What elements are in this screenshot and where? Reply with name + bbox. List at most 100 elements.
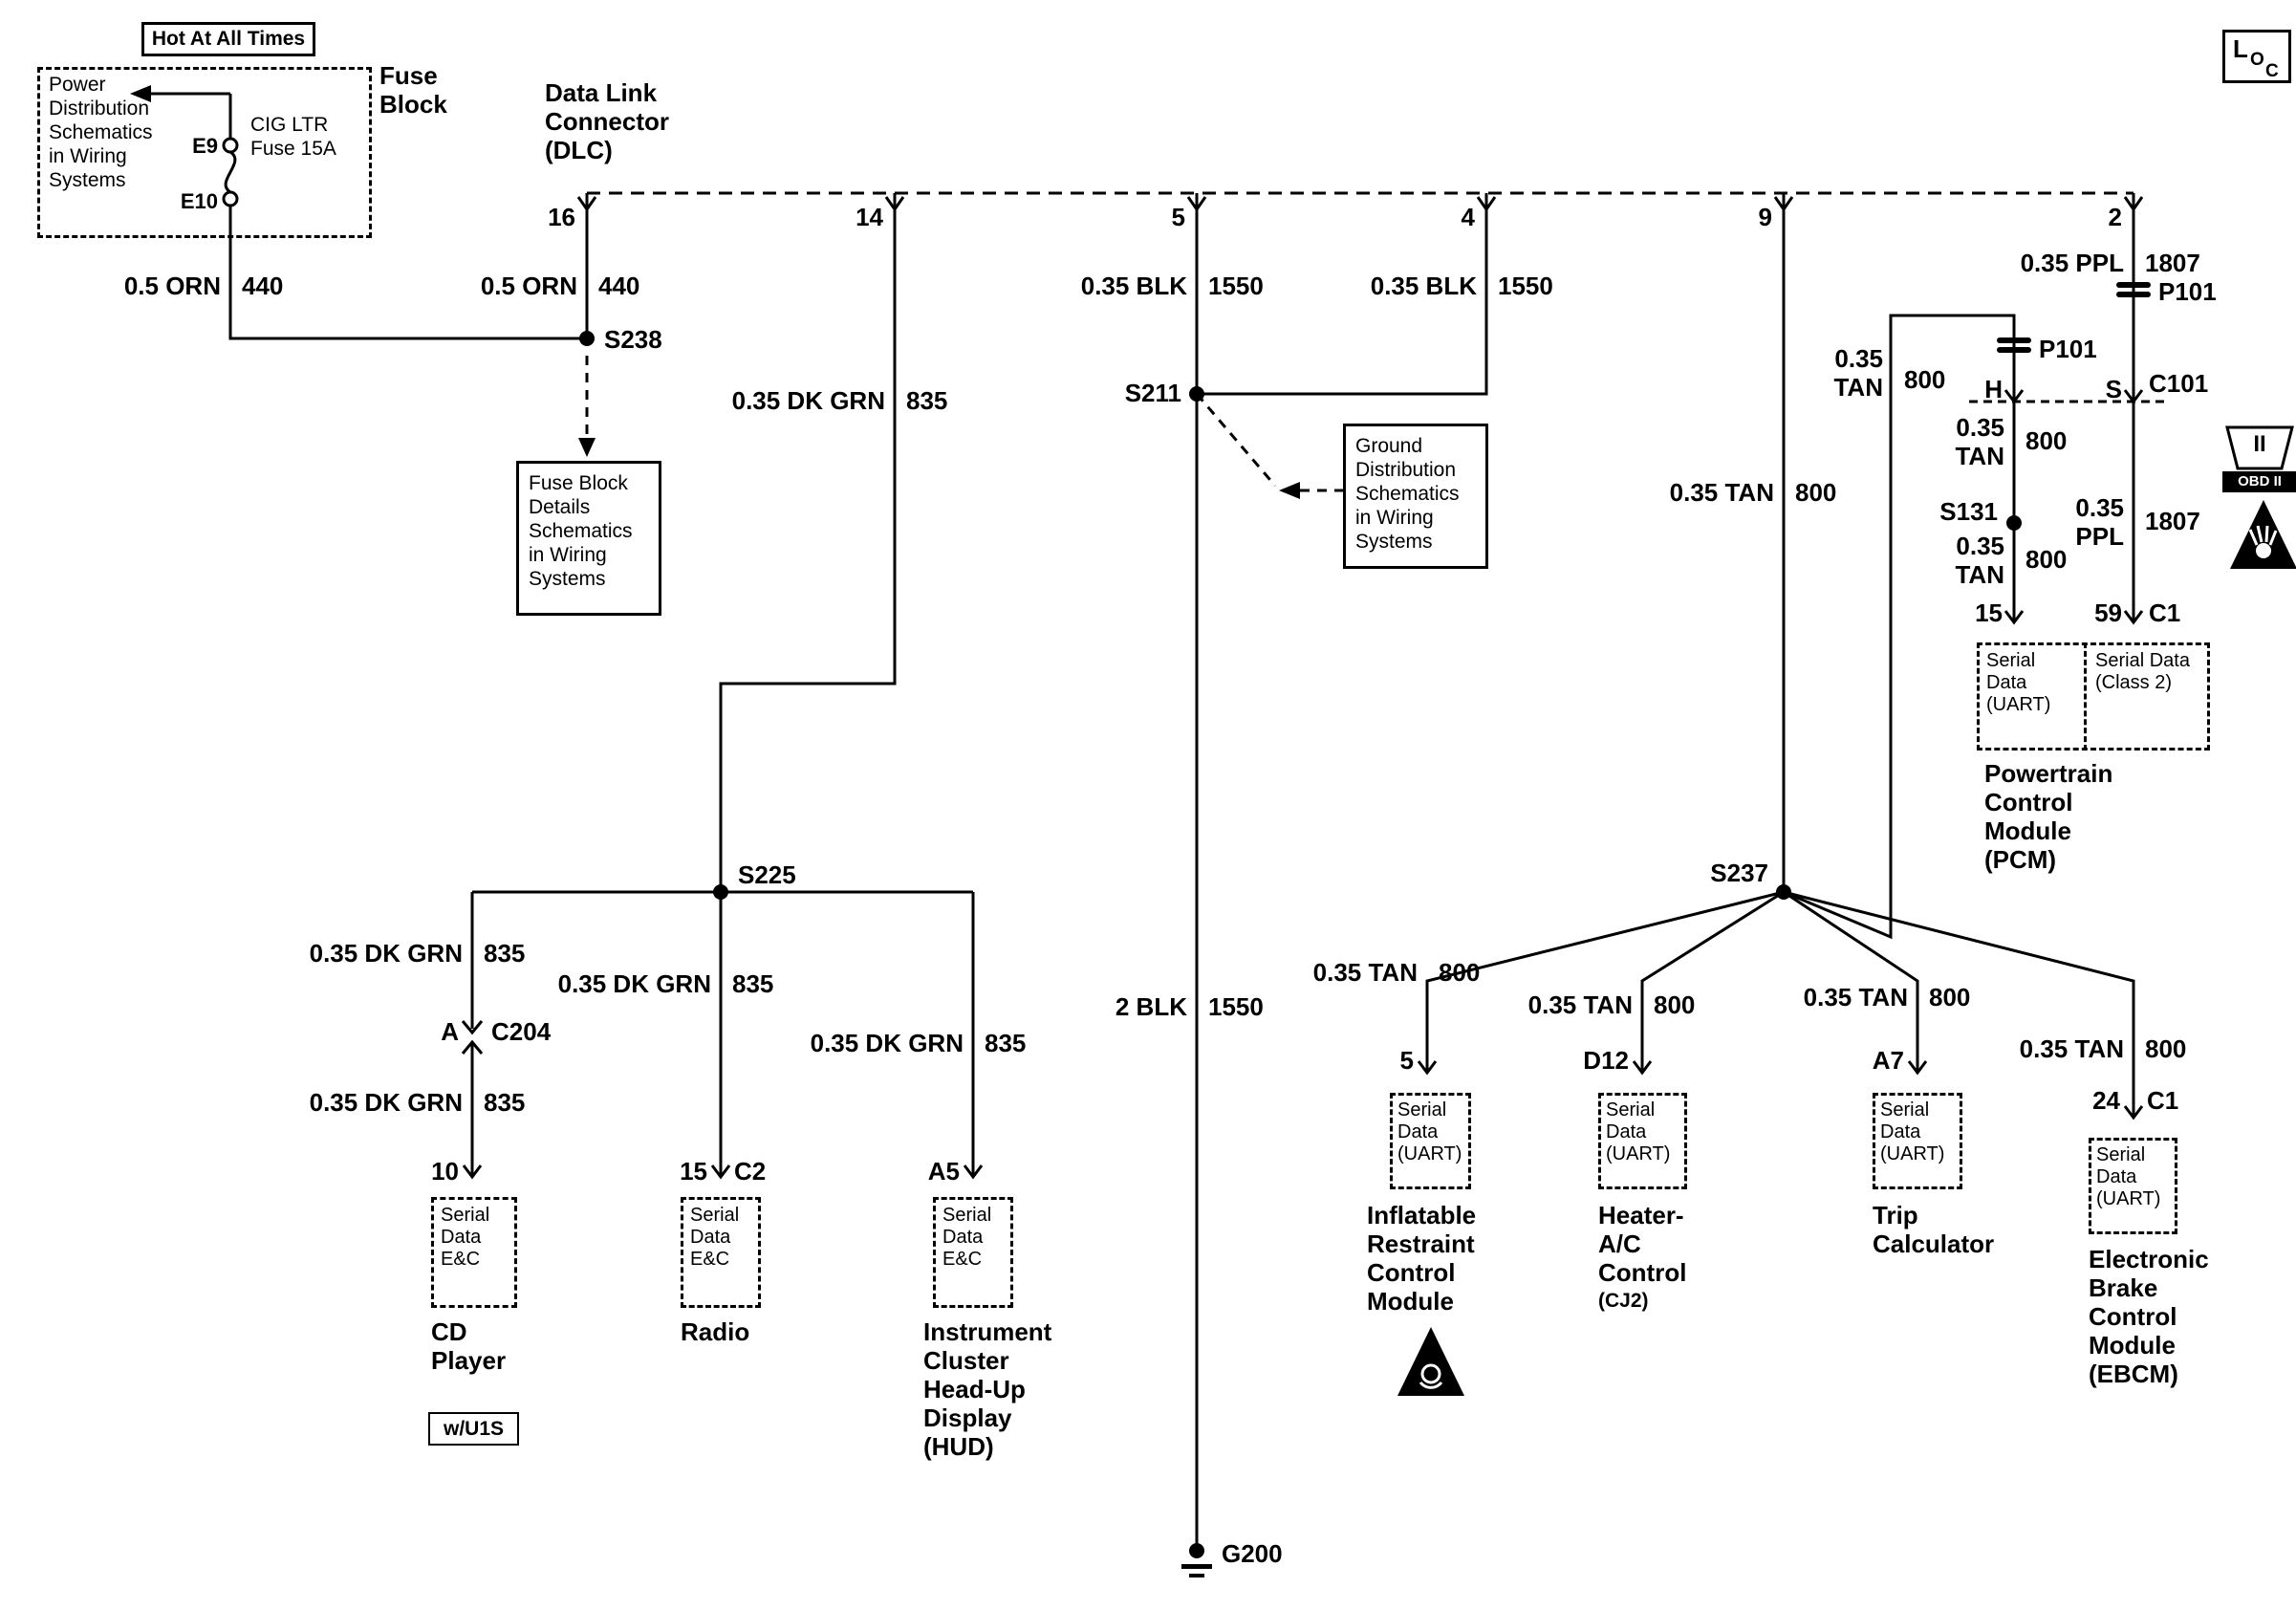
wire-tan-ckt-hvac: 800 [1654,990,1696,1019]
radio-name: Radio [681,1317,750,1346]
splice-s225-dot [713,884,728,900]
splice-s211-dot [1189,386,1204,402]
radio-serial-text: Serial Data E&C [690,1205,740,1270]
wire-dkgrn-ckt-cd1: 835 [484,939,526,968]
wire-tan-ckt-ebcm: 800 [2145,1034,2187,1063]
wire-dkgrn-size-pin14: 0.35 DK GRN [731,386,885,415]
cd-option-box: w/U1S [428,1412,519,1446]
ground-distribution-ref: Ground Distribution Schematics in Wiring… [1355,435,1460,553]
wire-tan-size-ircm: 0.35 TAN [1312,958,1418,987]
wire-tan-size-trip: 0.35 TAN [1803,983,1908,1012]
wire-ebcm [1783,890,2135,1117]
wire-ppl-ckt-pin2: 1807 [2145,249,2200,277]
p101-connector-ppl [2116,282,2151,288]
wire-pin4 [1197,193,1488,396]
wire-dkgrn-size-hud: 0.35 DK GRN [810,1029,964,1057]
hot-at-all-times-box: Hot At All Times [141,22,315,56]
pcm-pin-59: 59 [2094,598,2122,627]
trip-entry-chevron [1907,1060,1928,1076]
ebcm-entry-chevron [2123,1105,2144,1120]
dlc-title: Data Link Connector (DLC) [545,78,669,164]
wire-orn-ckt-right: 440 [598,272,640,300]
radio-connector-c2: C2 [734,1157,767,1186]
splice-s237-dot [1776,884,1791,900]
dlc-pin-9: 9 [1758,203,1772,231]
c204-terminal-a: A [441,1017,459,1046]
splice-s225-label: S225 [738,860,796,889]
airbag-warning-icon [1397,1327,1464,1396]
hud-entry-chevron [963,1164,984,1180]
wire-tan-size-ebcm: 0.35 TAN [2019,1034,2124,1063]
wire-tan-ckt-pin9: 800 [1795,478,1837,507]
wire-blk2-ckt: 1550 [1208,992,1264,1021]
loc-marker: L O C [2222,30,2291,83]
dlc-pin-4: 4 [1461,203,1475,231]
ircm-name: Inflatable Restraint Control Module [1367,1201,1477,1316]
wire-orn-ckt-left: 440 [242,272,284,300]
splice-s131-dot [2006,515,2022,531]
power-feed-arrowhead [130,85,151,102]
c101-terminal-s: S [2105,375,2122,403]
wire-orn-size-right: 0.5 ORN [480,272,577,300]
connector-p101-tan-label: P101 [2039,335,2097,363]
p101-connector-tan [1997,337,2031,343]
wire-blk-size-pin5: 0.35 BLK [1080,272,1187,300]
wire-pcm-tan [1783,314,2016,940]
connector-p101-ppl-label: P101 [2158,277,2217,306]
pcm15-entry-chevron [2004,610,2025,625]
splice-s237-label: S237 [1710,859,1768,887]
trip-serial-text: Serial Data (UART) [1880,1099,1945,1164]
hvac-name: Heater-A/C Control [1598,1201,1687,1287]
fuse-details-ref-box: Fuse Block Details Schematics in Wiring … [516,461,661,616]
trip-name: Trip Calculator [1873,1201,1995,1258]
wire-blk-ckt-pin5: 1550 [1208,272,1264,300]
wire-ircm [1425,890,1785,1072]
ebcm-pin-24: 24 [2092,1086,2120,1115]
wire-dkgrn-size-radio: 0.35 DK GRN [557,969,711,998]
splice-s131-label: S131 [1939,497,1998,526]
pcm-name: Powertrain Control Module (PCM) [1984,759,2113,874]
g200-ground-dot [1189,1543,1204,1558]
cd-serial-box [431,1197,517,1308]
wire-dkgrn-ckt-pin14: 835 [906,386,948,415]
fuse-details-ref: Fuse Block Details Schematics in Wiring … [529,472,633,590]
g200-label: G200 [1222,1539,1283,1568]
pcm59-entry-chevron [2123,610,2144,625]
hvac-pin-d12: D12 [1583,1046,1629,1075]
obd2-banner-label: OBD II [2238,473,2282,490]
esd-warning-icon [2230,500,2296,569]
cd-pin-10: 10 [431,1157,459,1186]
ircm-pin-5: 5 [1399,1046,1414,1075]
cd-entry-chevron [462,1164,483,1180]
hvac-serial-text: Serial Data (UART) [1606,1099,1671,1164]
hot-at-all-times-label: Hot At All Times [151,28,306,50]
wire-dkgrn-ckt-hud: 835 [985,1029,1027,1057]
connector-c101-label: C101 [2149,369,2209,398]
wire-blk-ckt-pin4: 1550 [1498,272,1553,300]
obd2-banner: OBD II [2222,471,2296,492]
fuse-block-label: Fuse Block [379,61,447,119]
ebcm-serial-box [2089,1138,2177,1234]
wire-orn-feed [228,206,587,340]
cd-serial-text: Serial Data E&C [441,1205,490,1270]
wire-ppl-size-c101: 0.35 PPL [2075,493,2124,551]
pcm-serial-class2: Serial Data (Class 2) [2095,650,2190,693]
wire-blk2-size: 2 BLK [1115,992,1187,1021]
fuse-terminal-e9-label: E9 [192,134,218,158]
dlc-pin-14: 14 [856,203,883,231]
dlc-pin-5: 5 [1171,203,1185,231]
dlc-pin-2: 2 [2108,203,2122,231]
wire-tan-size-hvac: 0.35 TAN [1527,990,1633,1019]
pcm-connector-c1: C1 [2149,598,2181,627]
ebcm-name: Electronic Brake Control Module (EBCM) [2089,1245,2209,1388]
wire-blk-size-pin4: 0.35 BLK [1370,272,1477,300]
loc-letter-o: O [2250,50,2264,70]
ground-distribution-ref-box: Ground Distribution Schematics in Wiring… [1343,424,1488,569]
radio-pin-15: 15 [680,1157,707,1186]
splice-s238-dot [579,331,595,346]
radio-serial-box [681,1197,761,1308]
splice-s211-label: S211 [1124,379,1181,407]
wire-dkgrn-ckt-radio: 835 [732,969,774,998]
hvac-entry-chevron [1632,1060,1653,1076]
